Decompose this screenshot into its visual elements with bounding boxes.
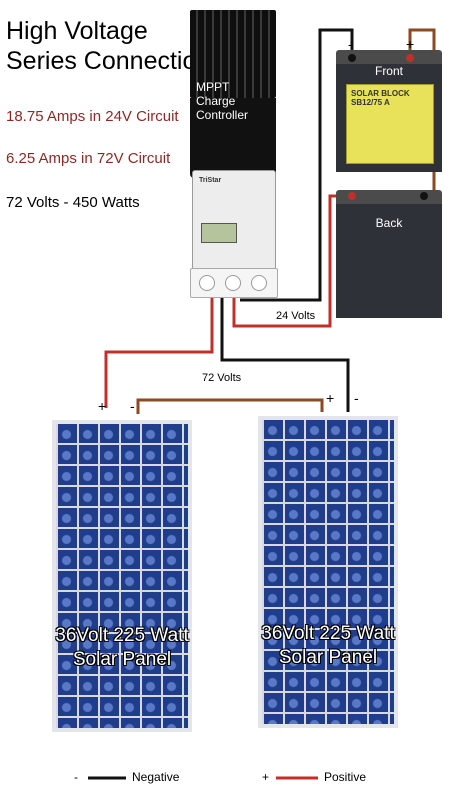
front-battery-negative-wire [240,28,354,302]
title-line-2: Series Connection [6,47,211,75]
array-negative-wire [220,296,350,412]
positive-terminal-icon [348,192,356,200]
mppt-charge-controller: MPPT Charge Controller TriStar [190,10,278,298]
legend-negative-symbol: - [74,770,78,784]
battery-front: SOLAR BLOCK SB12/75 A Front - + [336,36,442,172]
knockout-icon [199,275,215,291]
controller-label: MPPT Charge Controller [196,80,249,122]
diagram-title: High Voltage Series Connection [6,16,210,76]
controller-face: TriStar [192,170,276,270]
left-panel-positive-sign: + [98,398,107,414]
front-negative-sign: - [348,36,353,52]
panel-type: Solar Panel [72,649,172,670]
array-voltage-label: 72 Volts [202,372,242,384]
solar-panel-right-caption: 36Volt 225 Watt Solar Panel [258,622,398,670]
panel-rating: 36Volt 225 Watt [55,625,189,646]
negative-terminal-icon [348,54,356,62]
left-panel-negative-sign: - [130,398,135,414]
controller-lcd-display [201,223,237,243]
battery-lid [336,50,442,64]
battery-case [336,204,442,318]
series-link-wire [136,398,324,414]
legend-positive-symbol: + [262,770,270,784]
panel-type: Solar Panel [278,647,378,668]
panel-rating: 36Volt 225 Watt [261,623,395,644]
controller-wiring-box [190,268,278,298]
controller-top-panel [190,98,276,178]
battery-case: SOLAR BLOCK SB12/75 A [336,64,442,172]
legend-negative-label: Negative [132,770,180,784]
battery-voltage-label: 24 Volts [276,310,316,322]
spec-volts-watts: 72 Volts - 450 Watts [6,194,140,211]
knockout-icon [251,275,267,291]
battery-lid [336,190,442,204]
controller-heatsink [190,10,276,98]
battery-model-text: SOLAR BLOCK SB12/75 A [351,89,410,107]
battery-label: SOLAR BLOCK SB12/75 A [346,84,434,164]
battery-back-caption: Back [375,216,403,230]
positive-terminal-icon [406,54,414,62]
negative-terminal-icon [420,192,428,200]
battery-back: Back [336,190,442,318]
spec-amps-24v: 18.75 Amps in 24V Circuit [6,108,179,125]
battery-front-caption: Front [374,64,403,78]
knockout-icon [225,275,241,291]
right-panel-negative-sign: - [354,390,359,406]
spec-amps-72v: 6.25 Amps in 72V Circuit [6,150,171,167]
legend-positive-label: Positive [324,770,367,784]
solar-panel-left [52,420,192,732]
right-panel-positive-sign: + [326,390,335,406]
array-positive-wire [104,296,214,408]
title-line-1: High Voltage [6,17,148,45]
solar-panel-left-caption: 36Volt 225 Watt Solar Panel [52,624,192,672]
solar-panel-right [258,416,398,728]
controller-brand: TriStar [199,177,222,184]
front-positive-sign: + [406,36,415,52]
